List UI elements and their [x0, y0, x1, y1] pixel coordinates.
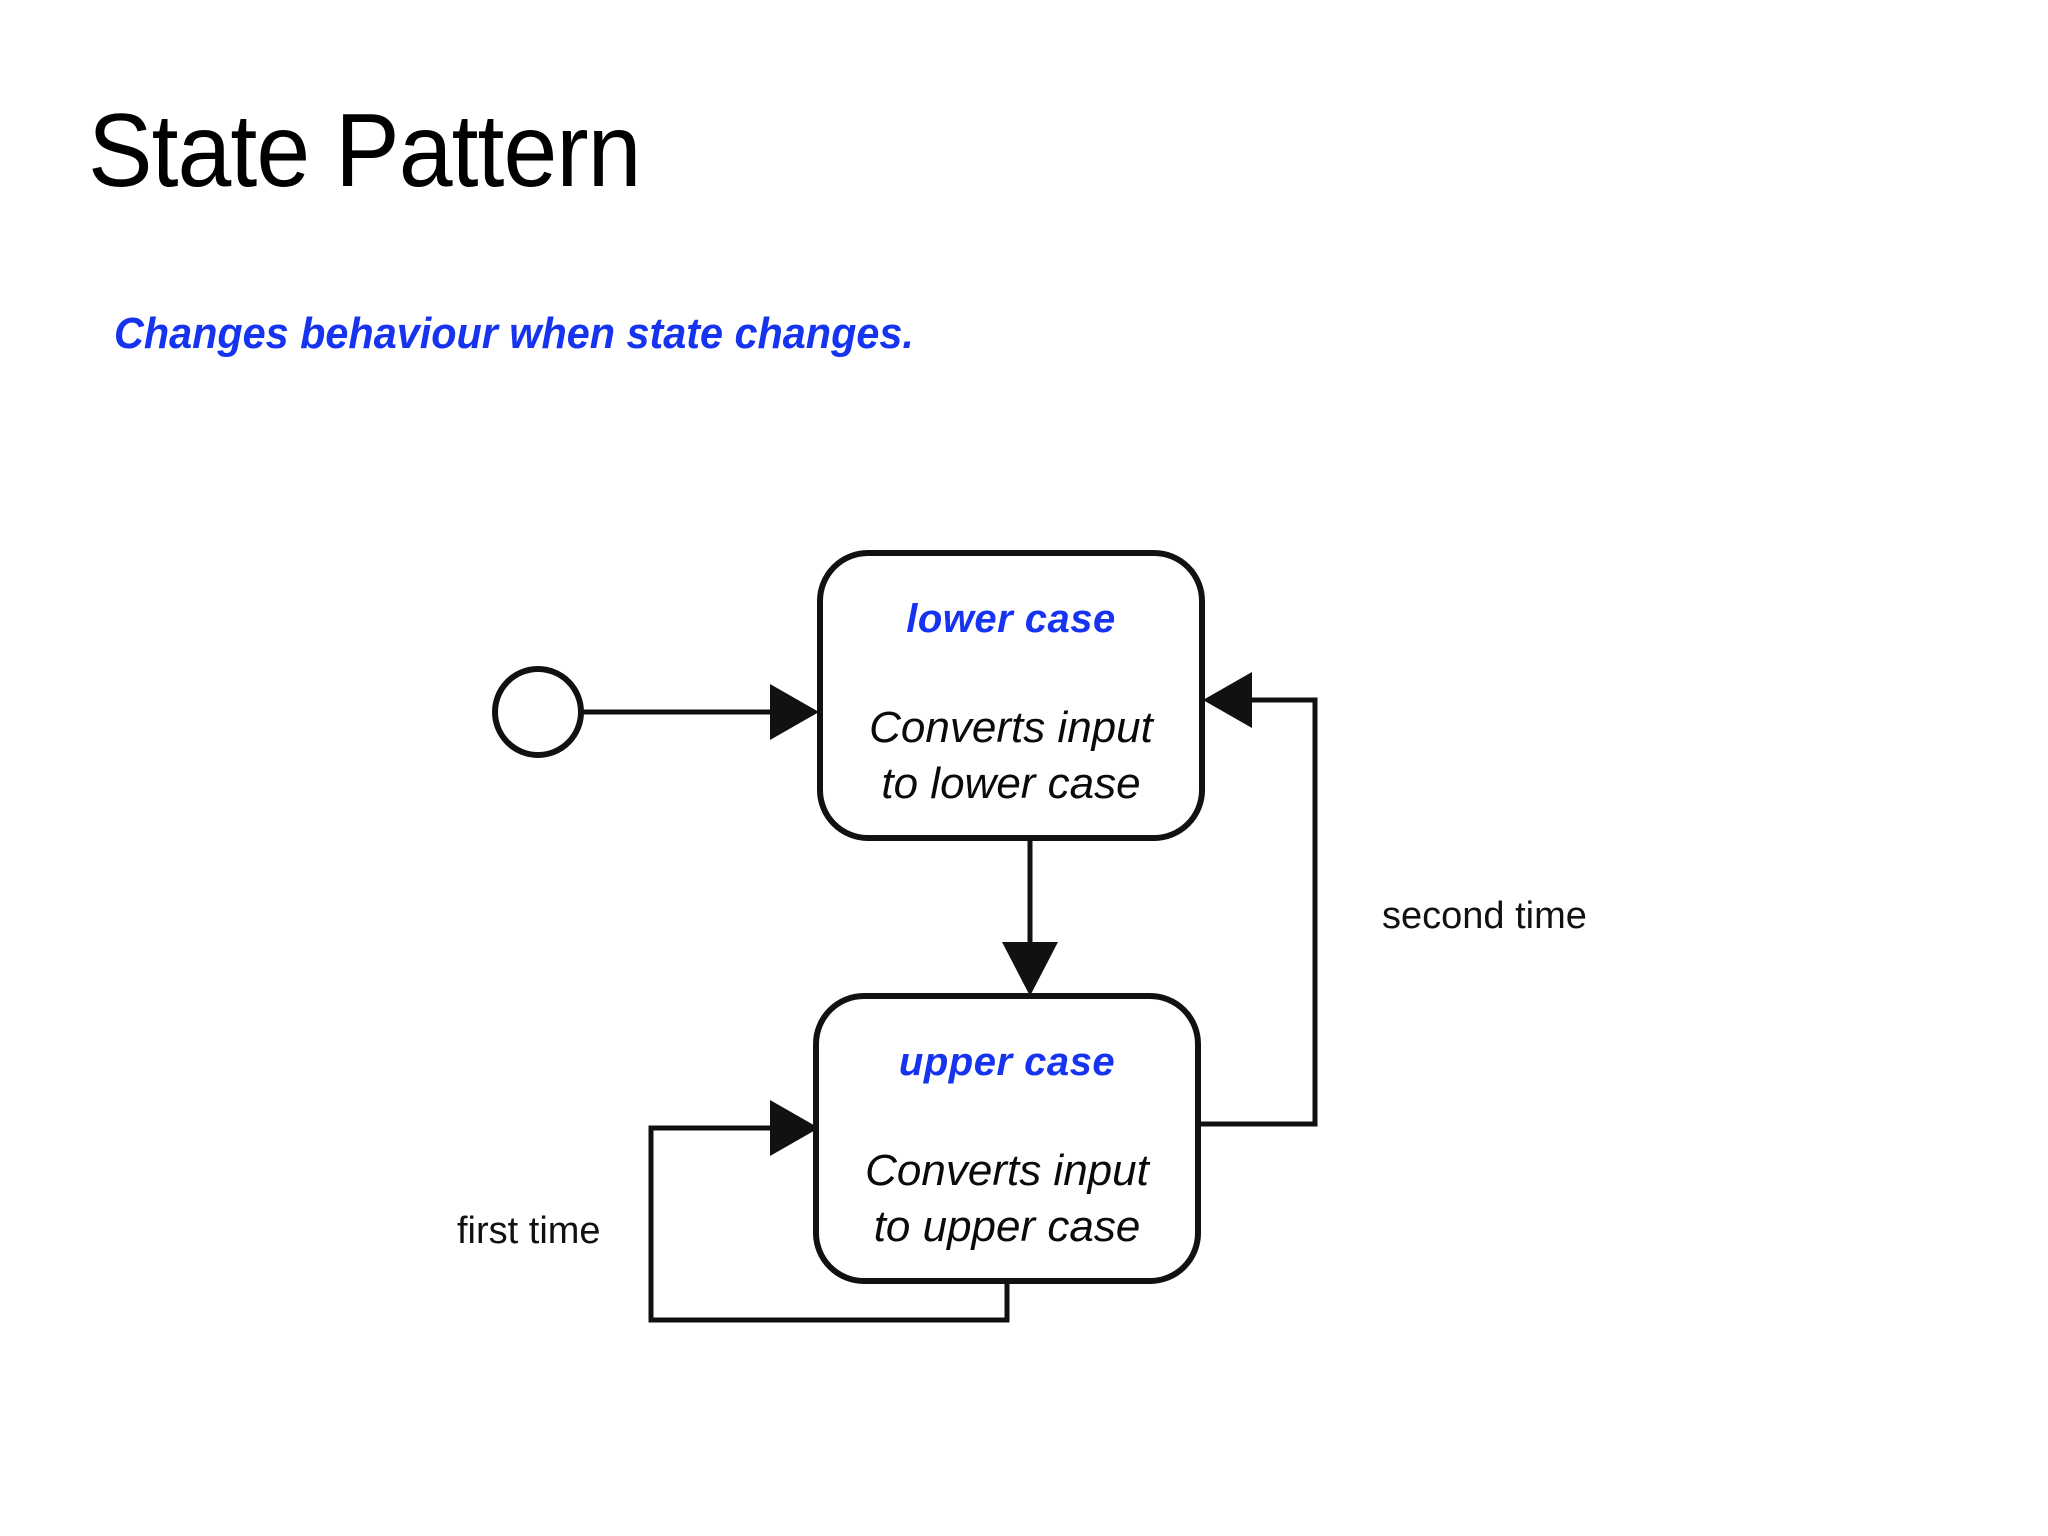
state-node-lower-case[interactable]: lower case Converts input to lower case — [817, 550, 1205, 841]
state-node-upper-case[interactable]: upper case Converts input to upper case — [813, 993, 1201, 1284]
transition-label-second-time: second time — [1382, 895, 1587, 937]
transition-upper-to-upper — [648, 1100, 1010, 1323]
arrow-head-icon — [770, 1100, 819, 1156]
transition-lower-to-upper — [1002, 838, 1058, 996]
state-title-upper-case: upper case — [899, 1040, 1115, 1084]
state-body-upper-case-line2: to upper case — [874, 1202, 1141, 1251]
state-body-lower-case-line2: to lower case — [881, 759, 1140, 808]
state-title-lower-case: lower case — [906, 597, 1116, 641]
slide-subtitle: Changes behaviour when state changes. — [114, 309, 914, 358]
arrow-head-icon — [770, 684, 819, 740]
transition-upper-to-lower — [1198, 672, 1318, 1127]
state-body-lower-case-line1: Converts input — [869, 703, 1154, 752]
arrow-head-icon — [1203, 672, 1252, 728]
state-body-upper-case-line1: Converts input — [865, 1146, 1150, 1195]
initial-state-circle — [492, 666, 584, 758]
page-title: State Pattern — [88, 93, 641, 209]
transition-line — [648, 1125, 1010, 1323]
transition-label-first-time: first time — [457, 1210, 601, 1252]
transition-start-to-lower — [581, 684, 819, 740]
state-box-lower-case — [817, 550, 1205, 841]
transition-line — [1198, 697, 1318, 1127]
arrow-head-icon — [1002, 942, 1058, 996]
